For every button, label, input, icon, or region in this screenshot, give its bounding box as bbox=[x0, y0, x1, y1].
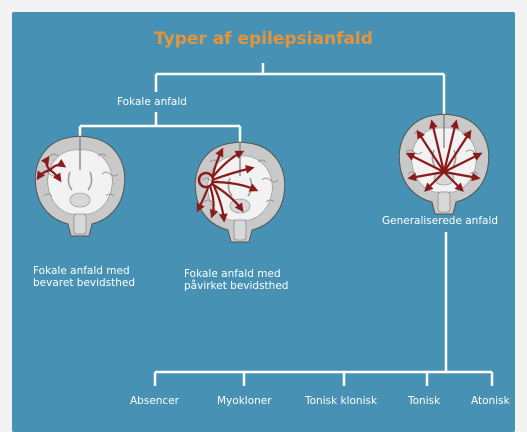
subtype-absencer: Absencer bbox=[130, 395, 179, 407]
subtype-atonisk: Atonisk bbox=[471, 395, 510, 407]
focal-aware-label-line1: Fokale anfald med bbox=[33, 265, 130, 277]
subtype-tonisk: Tonisk bbox=[408, 395, 440, 407]
focal-group-label: Fokale anfald bbox=[117, 96, 187, 108]
focal-aware-label-line2: bevaret bevidsthed bbox=[33, 277, 135, 289]
subtype-tonisk-klonisk: Tonisk klonisk bbox=[305, 395, 377, 407]
brain-focal-aware-icon bbox=[35, 136, 124, 236]
brain-focal-impaired-icon bbox=[195, 142, 284, 242]
focal-impaired-label-line1: Fokale anfald med bbox=[184, 268, 281, 280]
generalized-label: Generaliserede anfald bbox=[382, 215, 498, 227]
brain-generalized-icon bbox=[399, 114, 488, 214]
focal-impaired-label-line2: påvirket bevidsthed bbox=[184, 280, 288, 292]
subtype-myokloner: Myokloner bbox=[217, 395, 272, 407]
